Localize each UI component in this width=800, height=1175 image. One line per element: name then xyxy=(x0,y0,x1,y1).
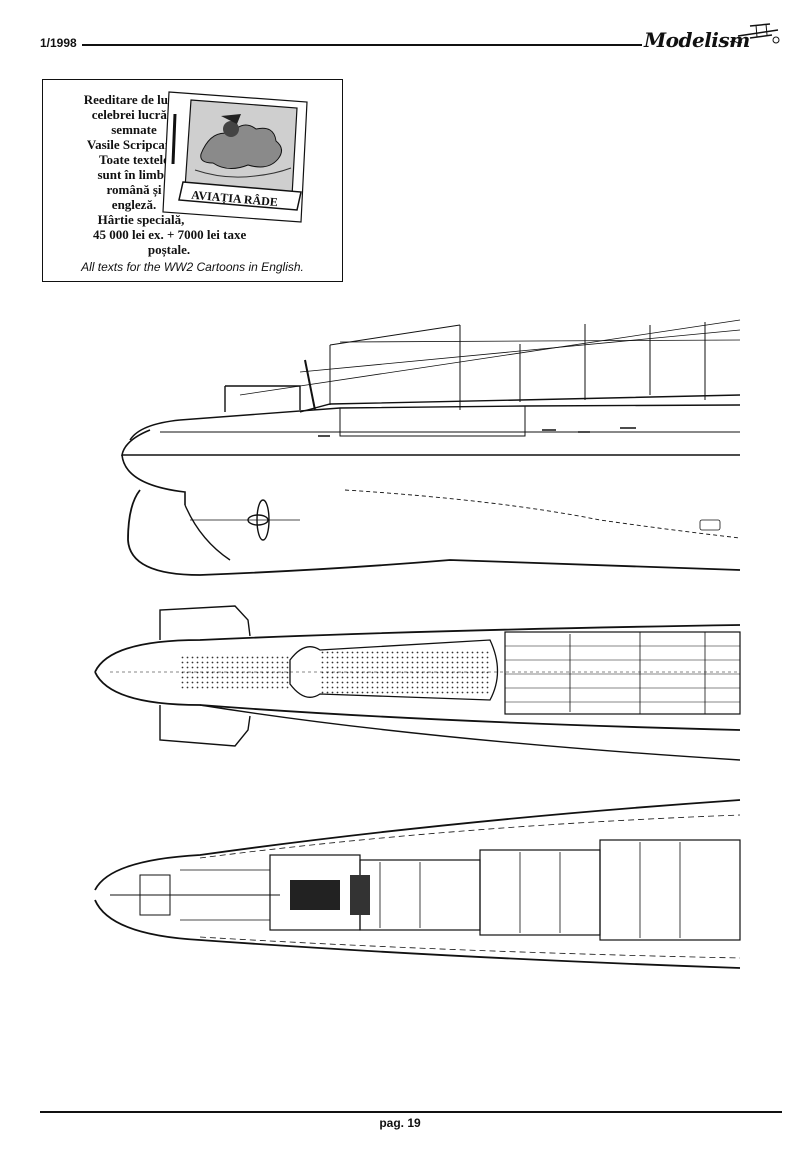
issue-number: 1/1998 xyxy=(40,36,77,50)
footer-rule xyxy=(40,1111,782,1113)
ad-line: sunt în limba xyxy=(97,167,171,182)
book-cover-illustration: AVIAȚIA RÂDE xyxy=(162,91,308,223)
deck-plan-view xyxy=(94,605,741,761)
ad-line: Reeditare de lux a xyxy=(83,92,185,107)
ad-line: română și xyxy=(106,182,162,197)
ad-line: poștale. xyxy=(147,242,191,257)
ad-line: 45 000 lei ex. + 7000 lei taxe xyxy=(93,227,247,242)
side-elevation-view xyxy=(121,319,741,576)
magazine-logo: Modelism xyxy=(644,28,750,52)
ad-line: Toate textele xyxy=(99,152,169,167)
biplane-logo-icon xyxy=(730,23,780,44)
ad-line: Hârtie specială, xyxy=(97,212,185,227)
ad-description: Reeditare de lux a celebrei lucrări semn… xyxy=(49,92,247,257)
page-number: pag. 19 xyxy=(379,1116,421,1130)
ad-line: celebrei lucrări xyxy=(91,107,177,122)
header-rule xyxy=(82,44,642,46)
ad-line: engleză. xyxy=(111,197,157,212)
ad-english-note: All texts for the WW2 Cartoons in Englis… xyxy=(81,260,304,274)
book-advertisement: Reeditare de lux a celebrei lucrări semn… xyxy=(42,79,343,282)
ad-line: semnate xyxy=(111,122,157,137)
interior-plan-view xyxy=(94,799,741,969)
ad-line: Vasile Scripcaru. xyxy=(86,137,182,152)
